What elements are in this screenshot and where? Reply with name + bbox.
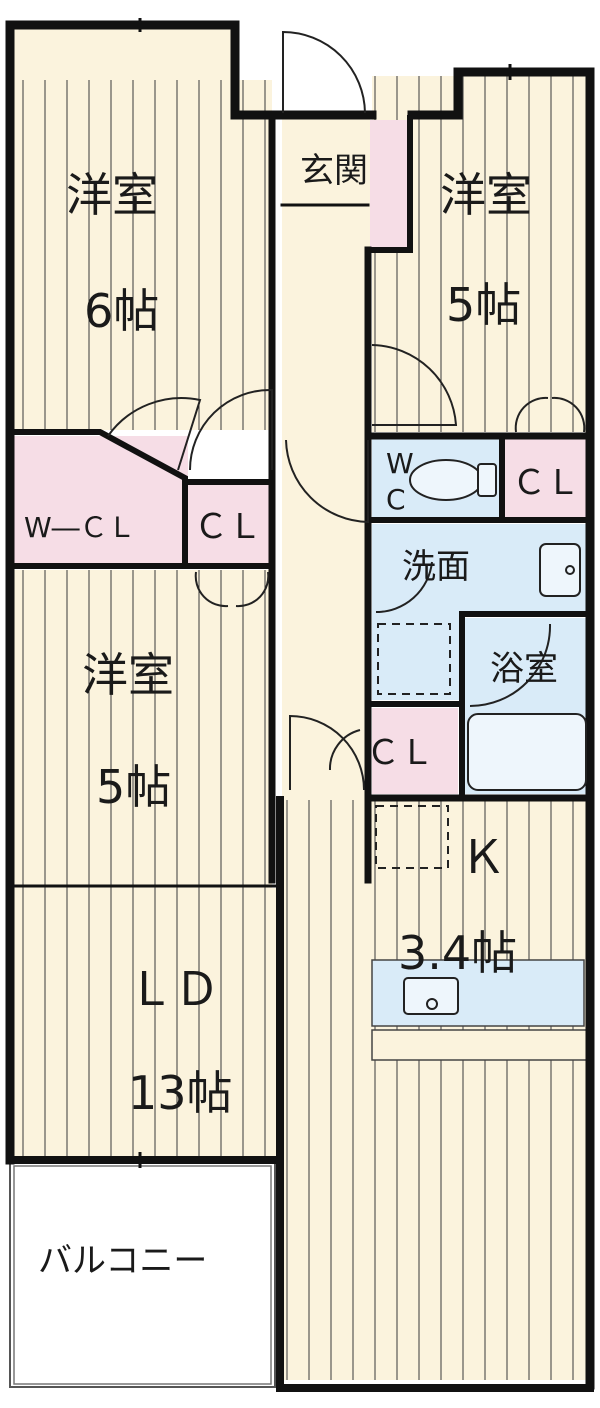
closet-c-label: ＣＬ [366, 733, 434, 773]
living-dining-name: ＬＤ [128, 962, 220, 1016]
closet-a-floor [188, 484, 272, 566]
window-marks [138, 18, 512, 1168]
kitchen-name: Ｋ [460, 830, 506, 884]
balcony-floor [9, 1161, 276, 1388]
door-swings [107, 30, 586, 791]
walk-in-closet-label: W―ＣＬ [24, 511, 136, 544]
room-western-6-name: 洋室 [66, 168, 158, 222]
closet-b-label: ＣＬ [512, 463, 580, 503]
bathroom-label: 浴室 [490, 649, 558, 689]
washer-space [375, 623, 451, 869]
room-western-5-mid-floor [10, 570, 272, 888]
entrance-label: 玄関 [300, 151, 368, 191]
room-western-6-top-strip [10, 28, 235, 80]
wash-basin [539, 543, 581, 597]
walk-in-closet-floor [10, 436, 188, 564]
counter-bar [371, 1029, 589, 1061]
balcony-railing [13, 1165, 272, 1385]
closet-a-label: ＣＬ [194, 507, 262, 547]
bathtub [467, 713, 587, 791]
toilet-label-line1: W [386, 447, 414, 480]
living-dining-floor [10, 888, 290, 1158]
living-dining-size: 13帖 [128, 1066, 233, 1120]
kitchen-lower-floor [372, 1060, 590, 1380]
room-western-5-top-size: 5帖 [446, 278, 522, 332]
room-western-5-mid-size: 5帖 [96, 760, 172, 814]
room-western-5-top-name: 洋室 [440, 168, 532, 222]
laundry-area [372, 614, 462, 700]
room-western-6-floor [10, 80, 272, 430]
walls [5, 20, 595, 1392]
entrance-floor [282, 115, 370, 210]
balcony-label: バルコニー [38, 1241, 208, 1281]
toilet-label-line2: C [386, 483, 406, 516]
toilet-fixture [409, 459, 497, 501]
kitchen-size: 3.4帖 [398, 926, 518, 980]
kitchen-sink [403, 977, 459, 1015]
washroom-label: 洗面 [402, 547, 470, 587]
room-western-5-mid-name: 洋室 [82, 648, 174, 702]
entrance-tile [370, 120, 410, 248]
room-western-6-size: 6帖 [84, 284, 160, 338]
closet-c-floor [372, 708, 458, 794]
living-dining-lower-floor [280, 800, 372, 1380]
closet-b-floor [504, 438, 590, 520]
